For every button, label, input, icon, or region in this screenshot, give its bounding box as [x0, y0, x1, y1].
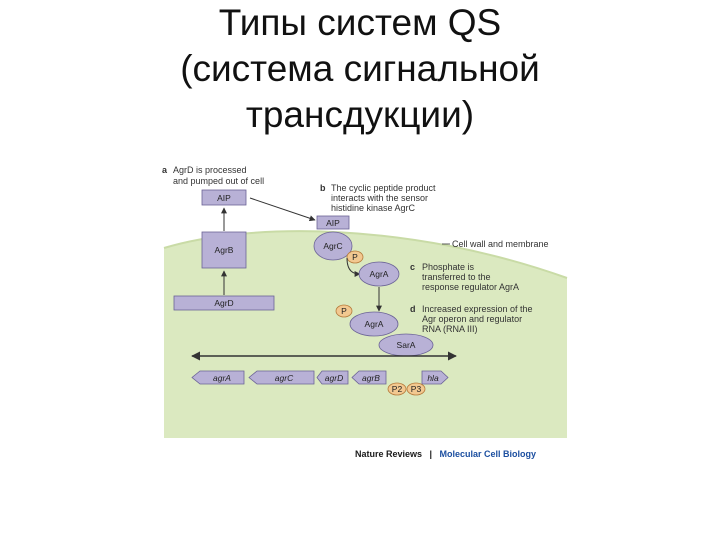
promoter-p3-label: P3: [411, 384, 422, 394]
step-a-letter: a: [162, 165, 168, 175]
agrb-label: AgrB: [215, 245, 234, 255]
step-a-line1: AgrD is processed: [173, 165, 247, 175]
agra-top: [358, 261, 400, 287]
step-d-line3: RNA (RNA III): [422, 324, 478, 334]
phosphate-agrc: [346, 250, 364, 264]
title-line-2: (система сигнальной: [180, 48, 540, 89]
credit-journal: Nature Reviews: [355, 449, 422, 459]
gene-agrc-label: agrC: [275, 373, 294, 383]
membrane-label: Cell wall and membrane: [452, 239, 549, 249]
title-line-3: трансдукции): [245, 94, 475, 135]
step-c-line2: transferred to the: [422, 272, 491, 282]
agrb-box: [201, 231, 247, 269]
agra-bottom: [349, 311, 399, 337]
aip-peptide-label: AIP: [217, 193, 231, 203]
step-c-text: c Phosphate is transferred to the respon…: [410, 262, 519, 292]
gene-agra: [191, 370, 245, 385]
agr-quorum-sensing-diagram: a AgrD is processed and pumped out of ce…: [162, 165, 568, 461]
step-b-line2: interacts with the sensor: [331, 193, 428, 203]
promoter-p2-label: P2: [392, 384, 403, 394]
phosphate-agrc-label: P: [352, 252, 358, 262]
step-d-letter: d: [410, 304, 416, 314]
aip-peptide-box: [201, 189, 247, 206]
step-c-line3: response regulator AgrA: [422, 282, 519, 292]
credit-section: Molecular Cell Biology: [439, 449, 536, 459]
agrc-receptor: [313, 231, 353, 261]
phosphate-agra: [335, 304, 353, 318]
gene-agrd-label: agrD: [325, 373, 343, 383]
gene-hld: [421, 370, 449, 385]
step-b-text: b The cyclic peptide product interacts w…: [320, 183, 438, 213]
gene-agrb-label: agrB: [362, 373, 380, 383]
gene-hld-label: hla: [427, 373, 439, 383]
step-b-letter: b: [320, 183, 326, 193]
sara-label: SarA: [397, 340, 416, 350]
step-a-line2: and pumped out of cell: [173, 176, 264, 186]
step-c-letter: c: [410, 262, 415, 272]
promoter-p3: [406, 382, 426, 396]
step-c-line1: Phosphate is: [422, 262, 475, 272]
agra-top-label: AgrA: [370, 269, 389, 279]
agra-bottom-label: AgrA: [365, 319, 384, 329]
step-b-line1: The cyclic peptide product: [331, 183, 436, 193]
agrd-label: AgrD: [214, 298, 233, 308]
aip-to-agrc-arrow: [249, 197, 316, 222]
title-line-1: Типы систем QS: [218, 2, 502, 43]
promoter-p2: [387, 382, 407, 396]
slide-title: Типы систем QS (система сигнальной транс…: [0, 0, 720, 138]
gene-agrd: [316, 370, 349, 385]
step-b-line3: histidine kinase AgrC: [331, 203, 416, 213]
phosphate-agra-label: P: [341, 306, 347, 316]
step-d-text: d Increased expression of the Agr operon…: [410, 304, 535, 334]
step-d-line1: Increased expression of the: [422, 304, 533, 314]
gene-agrb: [351, 370, 387, 385]
agrc-label: AgrC: [323, 241, 342, 251]
aip-bound-label: AIP: [326, 218, 340, 228]
agrd-box: [173, 295, 275, 311]
credit-separator: |: [429, 449, 432, 459]
figure-credit: Nature Reviews | Molecular Cell Biology: [355, 444, 536, 461]
step-d-line2: Agr operon and regulator: [422, 314, 522, 324]
gene-agrc: [248, 370, 315, 385]
phosphotransfer-arrow: [346, 257, 361, 277]
gene-agra-label: agrA: [213, 373, 231, 383]
aip-bound-box: [316, 215, 350, 230]
step-a-text: a AgrD is processed and pumped out of ce…: [162, 165, 264, 186]
